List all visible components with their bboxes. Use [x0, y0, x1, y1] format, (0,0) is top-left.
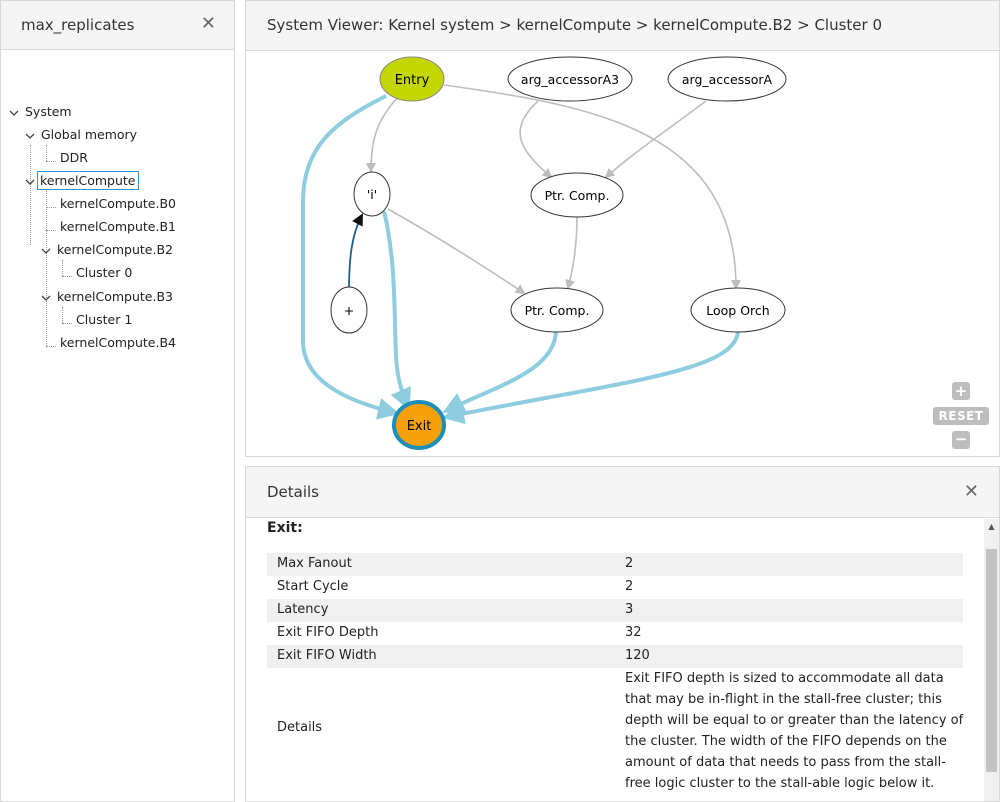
tree-connector [46, 346, 56, 347]
zoom-reset-button[interactable]: RESET [933, 407, 989, 425]
table-row: Latency 3 [267, 599, 963, 622]
tree-connector [62, 307, 63, 323]
edge-i-exit [382, 210, 411, 411]
node-ptr-comp-top[interactable]: Ptr. Comp. [530, 172, 624, 218]
table-row: Exit FIFO Width 120 [267, 645, 963, 668]
panel-splitter[interactable] [236, 0, 244, 802]
table-row: Exit FIFO Depth 32 [267, 622, 963, 645]
details-title: Details [267, 483, 320, 501]
details-header: Details ✕ [246, 467, 999, 518]
node-entry[interactable]: Entry [379, 56, 445, 102]
viewer-title: System Viewer: Kernel system > kernelCom… [267, 16, 883, 34]
node-entry-label: Entry [395, 73, 430, 88]
tree-item-b4[interactable]: kernelCompute.B4 [60, 335, 176, 350]
close-icon[interactable]: ✕ [200, 13, 216, 34]
node-i[interactable]: 'i' [353, 171, 391, 217]
edge-loop-exit [442, 329, 740, 425]
node-arg-accessor-a3-label: arg_accessorA3 [521, 72, 619, 87]
row-value: 120 [625, 648, 650, 663]
node-ptr-comp-top-label: Ptr. Comp. [545, 188, 610, 203]
chevron-down-icon[interactable] [8, 107, 20, 119]
row-value: Exit FIFO depth is sized to accommodate … [625, 671, 964, 791]
zoom-out-button[interactable]: − [952, 431, 970, 449]
node-arg-accessor-a[interactable]: arg_accessorA [667, 56, 787, 102]
node-arg-accessor-a3[interactable]: arg_accessorA3 [507, 56, 633, 102]
tree-item-global-memory[interactable]: Global memory [41, 127, 138, 142]
tree-item-cluster-1[interactable]: Cluster 1 [76, 312, 133, 327]
row-value: 32 [625, 625, 642, 640]
node-ptr-comp-bottom-label: Ptr. Comp. [525, 303, 590, 318]
scroll-thumb[interactable] [986, 549, 997, 772]
tree-item-b2[interactable]: kernelCompute.B2 [57, 242, 173, 257]
tree-connector [62, 260, 63, 276]
zoom-in-button[interactable]: + [952, 382, 970, 400]
tree-panel-title: max_replicates [21, 16, 135, 34]
edge-entry-loop [443, 84, 741, 290]
tree-item-ddr[interactable]: DDR [60, 150, 88, 165]
tree-connector [62, 323, 72, 324]
tree-connector [46, 191, 47, 346]
tree-connector [62, 276, 72, 277]
node-exit-label: Exit [407, 419, 432, 434]
graph-canvas[interactable]: Entry arg_accessorA3 arg_accessorA 'i' P… [246, 51, 999, 456]
details-panel: Details ✕ Exit: Max Fanout 2 Start Cycle… [245, 466, 1000, 802]
edge-plus-i [348, 213, 363, 293]
node-ptr-comp-bottom[interactable]: Ptr. Comp. [510, 287, 604, 333]
scroll-up-icon[interactable]: ▲ [988, 522, 995, 531]
details-heading: Exit: [267, 520, 303, 536]
node-loop-orch[interactable]: Loop Orch [690, 287, 786, 333]
node-i-label: 'i' [367, 187, 377, 202]
tree-item-b3[interactable]: kernelCompute.B3 [57, 289, 173, 304]
chevron-down-icon[interactable] [24, 130, 36, 142]
node-arg-accessor-a-label: arg_accessorA [682, 72, 773, 87]
node-plus[interactable]: + [330, 286, 368, 334]
chevron-down-icon[interactable] [24, 176, 36, 188]
row-key: Exit FIFO Width [277, 648, 377, 663]
node-exit[interactable]: Exit [392, 400, 446, 450]
node-plus-label: + [344, 303, 354, 318]
viewer-header: System Viewer: Kernel system > kernelCom… [246, 1, 999, 51]
tree-connector [46, 207, 56, 208]
row-value: 2 [625, 579, 634, 594]
tree-connector [46, 145, 47, 161]
row-key: Max Fanout [277, 556, 352, 571]
row-value: 3 [625, 602, 634, 617]
tree-item-b0[interactable]: kernelCompute.B0 [60, 196, 176, 211]
tree-item-cluster-0[interactable]: Cluster 0 [76, 265, 133, 280]
edge-i-ptr [387, 208, 526, 295]
table-row: Max Fanout 2 [267, 553, 963, 576]
tree-item-system[interactable]: System [25, 104, 72, 119]
edge-entry-i [366, 96, 399, 173]
details-body: Exit: Max Fanout 2 Start Cycle 2 Latency… [246, 519, 984, 801]
table-row: Details Exit FIFO depth is sized to acco… [267, 668, 963, 794]
tree-panel-header: max_replicates ✕ [1, 1, 234, 50]
chevron-down-icon[interactable] [40, 292, 52, 304]
tree-item-b1[interactable]: kernelCompute.B1 [60, 219, 176, 234]
row-key: Exit FIFO Depth [277, 625, 379, 640]
chevron-down-icon[interactable] [40, 245, 52, 257]
edge-a-ptr [604, 100, 707, 179]
graph-svg: Entry arg_accessorA3 arg_accessorA 'i' P… [301, 56, 787, 450]
row-key: Start Cycle [277, 579, 349, 594]
tree-connector [46, 161, 56, 162]
tree-connector [46, 230, 56, 231]
close-icon[interactable]: ✕ [963, 481, 979, 502]
tree-item-kernelcompute[interactable]: kernelCompute [37, 171, 139, 190]
system-viewer-panel: System Viewer: Kernel system > kernelCom… [245, 0, 1000, 457]
row-key: Latency [277, 602, 329, 617]
node-loop-orch-label: Loop Orch [706, 303, 769, 318]
edge-entry-exit [301, 94, 400, 420]
row-value: 2 [625, 556, 634, 571]
tree-connector [30, 145, 31, 245]
row-key: Details [277, 720, 323, 735]
edge-ptr-ptr [565, 215, 578, 290]
tree-panel: max_replicates ✕ System Global memory DD… [0, 0, 235, 802]
table-row: Start Cycle 2 [267, 576, 963, 599]
details-scrollbar[interactable]: ▲ [984, 519, 999, 801]
edge-a3-ptr [519, 100, 553, 179]
